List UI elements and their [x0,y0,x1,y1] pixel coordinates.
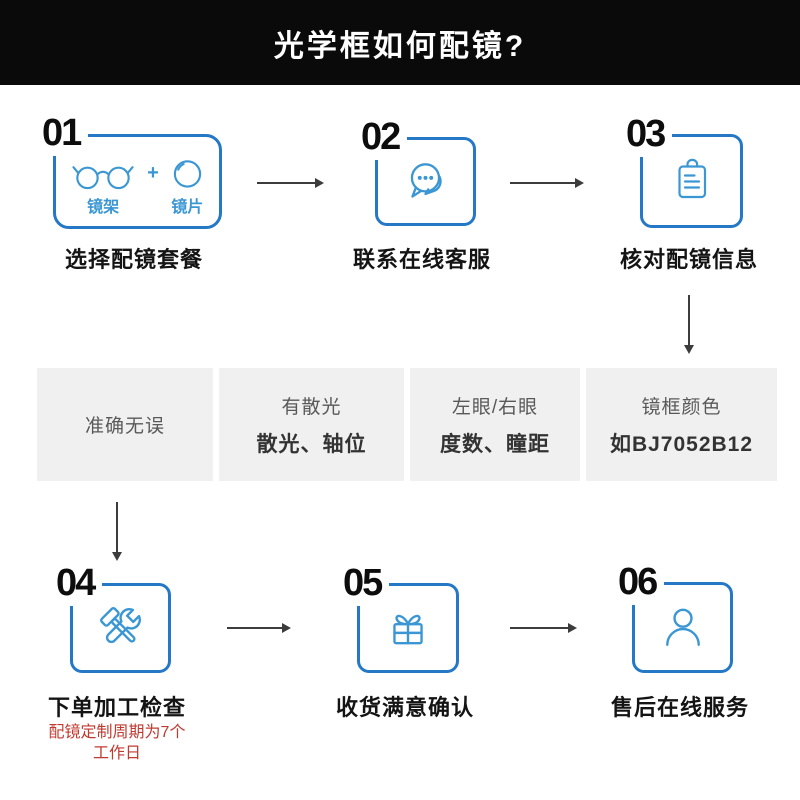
frame-label: 镜架 [87,199,120,216]
step-4-number: 04 [56,564,103,606]
step-1-caption: 选择配镜套餐 [64,247,203,272]
lens-icon [173,160,202,188]
arrow-infobar-to-step4 [112,502,122,561]
gift-box-icon [393,614,423,645]
step-3-caption: 核对配镜信息 [619,247,758,272]
step-2-caption: 联系在线客服 [352,247,491,272]
step-5-caption: 收货满意确认 [335,695,474,720]
cell-text: 有散光 [281,396,342,418]
lens-option: 镜片 [171,157,204,217]
infobar-cell-accuracy: 准确无误 [37,368,213,481]
arrow-step3-to-infobar [684,295,694,354]
clipboard-icon [677,158,706,199]
frame-option: 镜架 [71,159,135,217]
note-line-1: 配镜定制周期为7个 [48,724,186,741]
arrow-step4-to-step5 [227,623,291,633]
package-contents: 镜架 + 镜片 [56,137,219,226]
cell-text-strong: 度数、瞳距 [440,432,550,456]
person-icon [665,608,700,646]
cell-text: 镜框颜色 [641,396,722,418]
step-1-number: 01 [42,114,89,156]
plus-icon: + [147,162,159,184]
cell-text-strong: 如BJ7052B12 [609,432,754,456]
arrow-step5-to-step6 [510,623,577,633]
glasses-icon [72,166,134,190]
arrow-step2-to-step3 [510,178,584,188]
note-line-2: 工作日 [92,745,141,762]
cell-text-strong: 散光、轴位 [256,432,367,456]
page-title: 光学框如何配镜? [273,29,527,63]
customization-period-note: 配镜定制周期为7个 工作日 [7,722,227,764]
step-1-box: 镜架 + 镜片 [53,134,222,229]
step-6-caption: 售后在线服务 [610,695,749,720]
cell-text: 左眼/右眼 [451,396,539,418]
lens-label: 镜片 [171,199,204,216]
step-5-number: 05 [343,564,390,606]
step-2-number: 02 [361,118,408,160]
header-bar: 光学框如何配镜? [0,0,800,85]
chat-bubbles-icon [410,162,442,198]
hammer-wrench-icon [99,607,141,644]
cell-text: 准确无误 [84,416,165,437]
infobar-cell-eyes: 左眼/右眼 度数、瞳距 [410,368,580,481]
infobar-cell-frame-color: 镜框颜色 如BJ7052B12 [586,368,777,481]
step-6-number: 06 [618,563,665,605]
arrow-step1-to-step2 [257,178,324,188]
step-3-number: 03 [626,115,673,157]
infobar-cell-astigmatism: 有散光 散光、轴位 [219,368,404,481]
step-4-caption: 下单加工检查 [47,695,186,720]
